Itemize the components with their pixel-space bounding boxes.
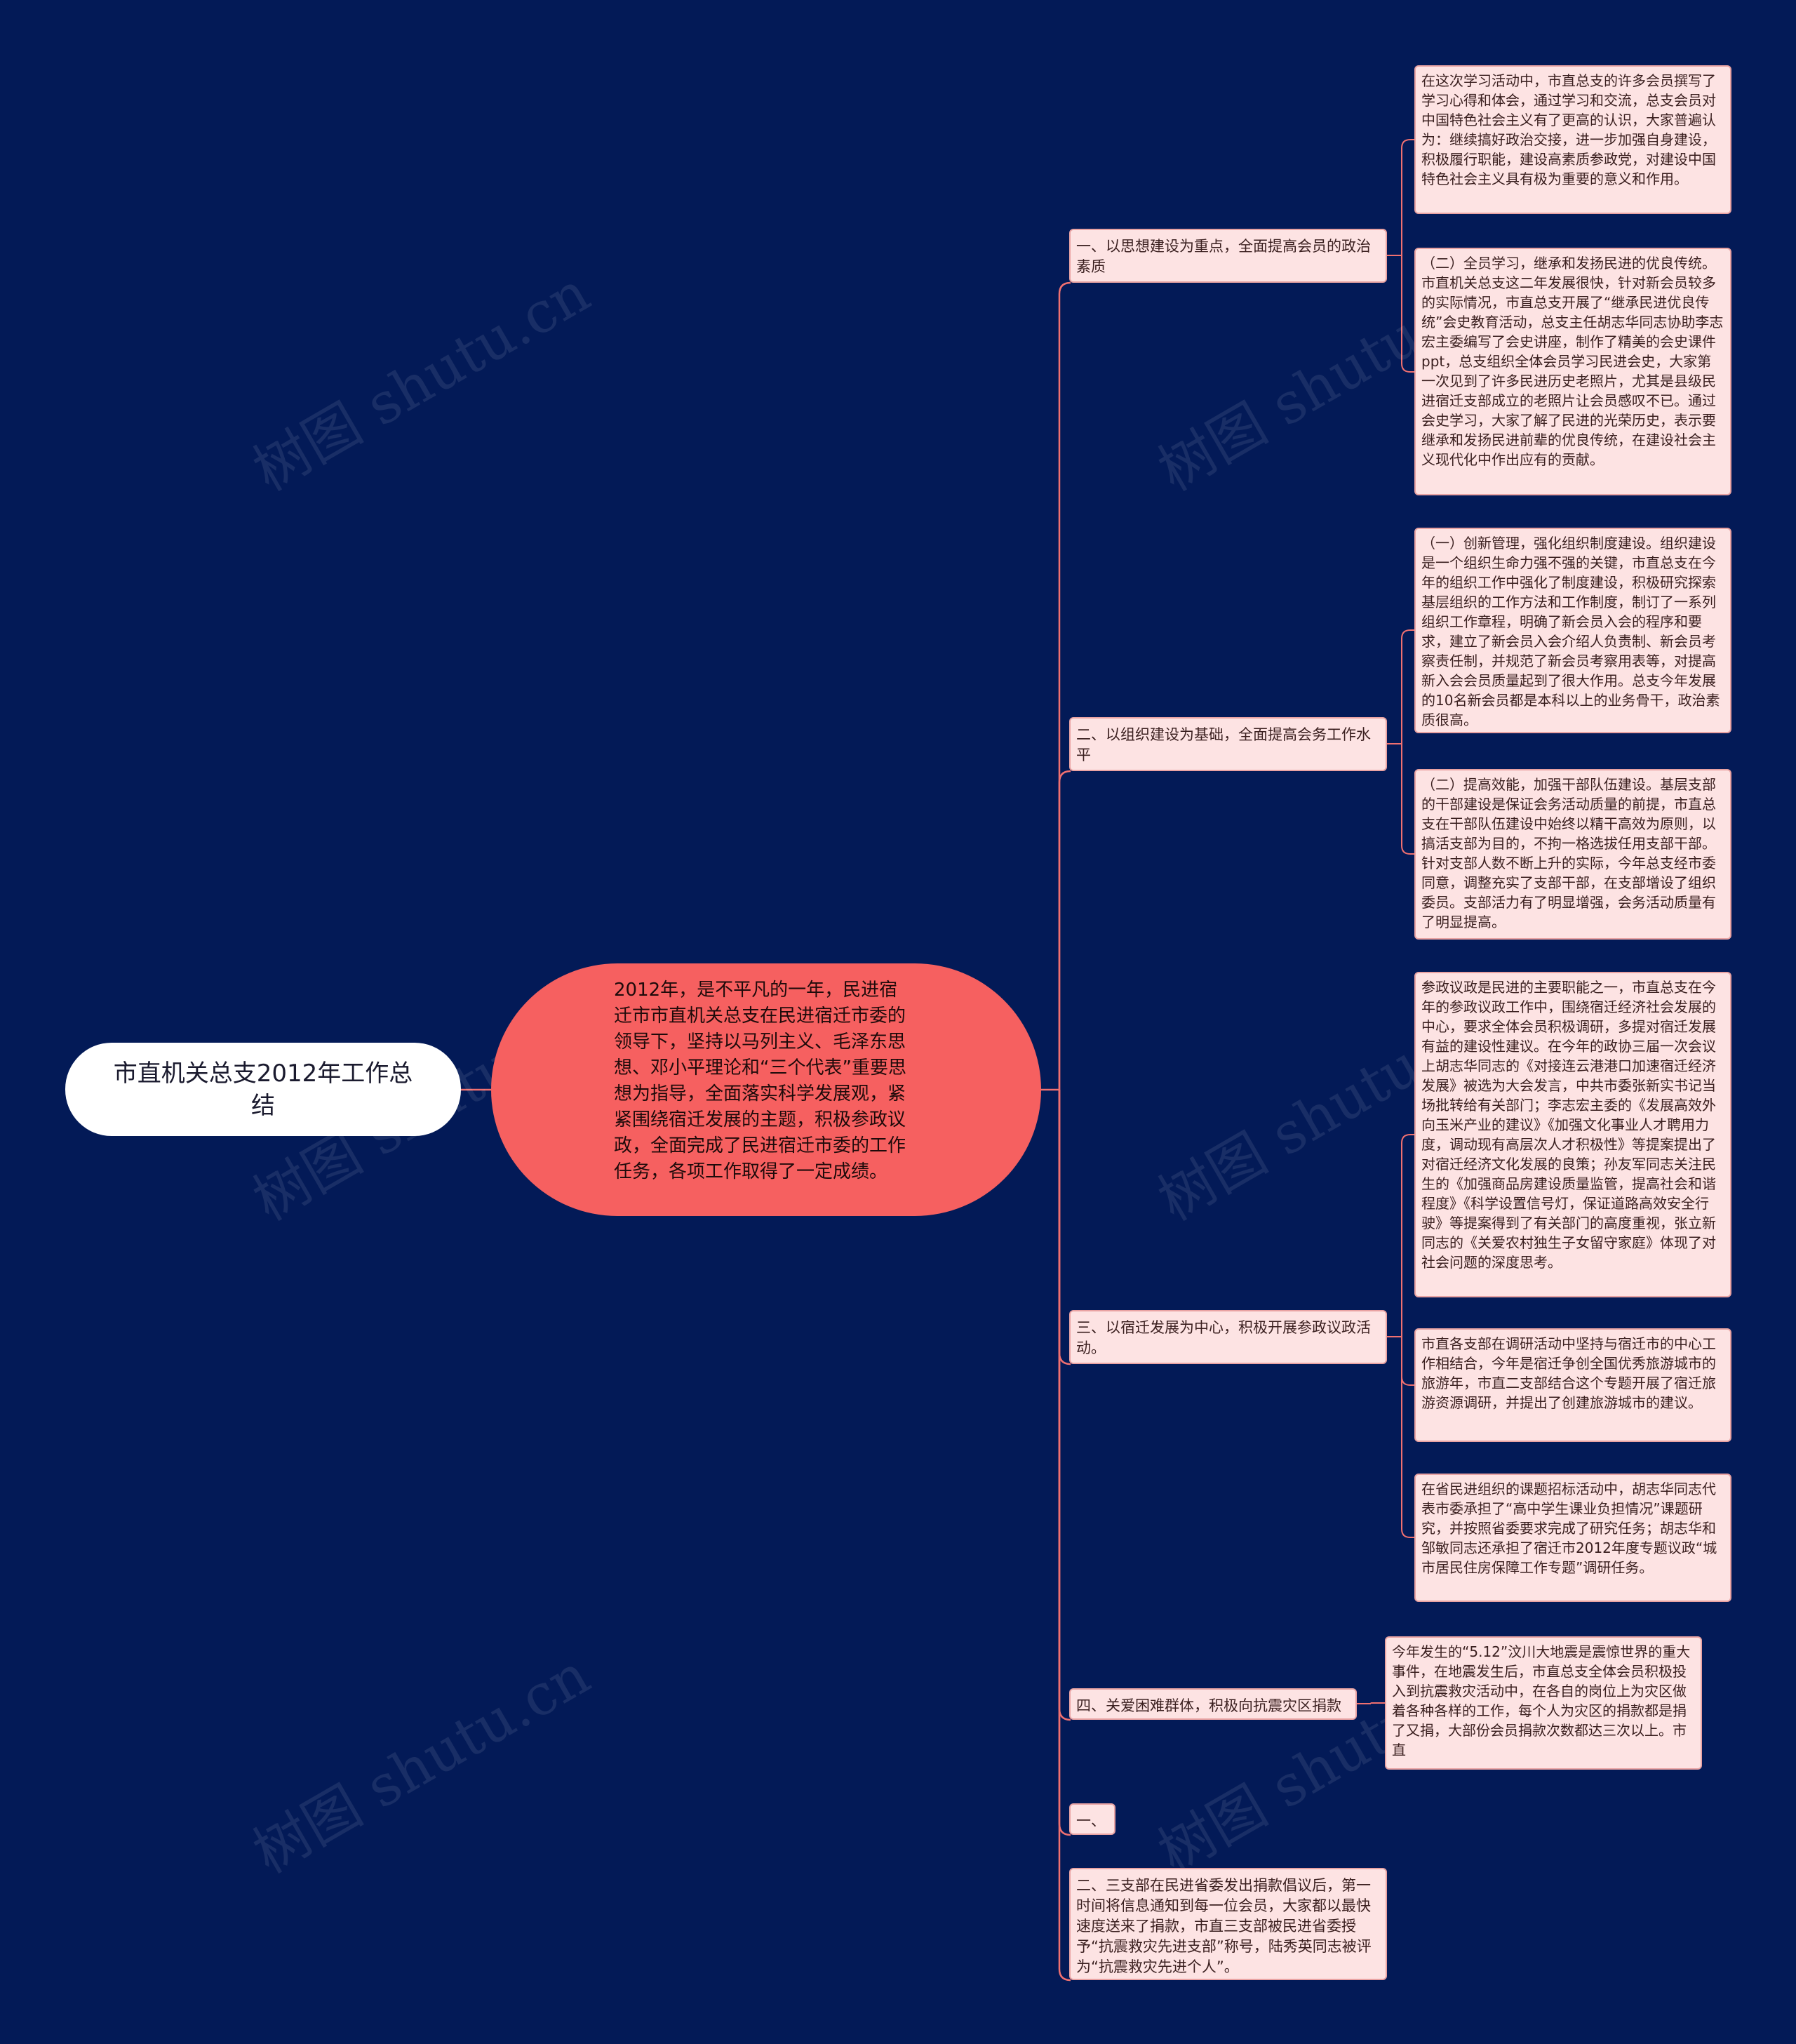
connector-line xyxy=(1401,744,1414,855)
summary-node[interactable]: 2012年，是不平凡的一年，民进宿迁市市直机关总支在民进宿迁市委的领导下，坚持以… xyxy=(491,963,1041,1216)
leaf-node[interactable]: 在这次学习活动中，市直总支的许多会员撰写了学习心得和体会，通过学习和交流，总支会… xyxy=(1414,65,1731,214)
branch-node[interactable]: 一、以思想建设为重点，全面提高会员的政治素质 xyxy=(1069,229,1387,283)
connector-line xyxy=(1401,139,1414,255)
connector-line xyxy=(1370,1702,1385,1704)
leaf-node[interactable]: （二）全员学习，继承和发扬民进的优良传统。市直机关总支这二年发展很快，针对新会员… xyxy=(1414,248,1731,495)
leaf-node[interactable]: （一）创新管理，强化组织制度建设。组织建设是一个组织生命力强不强的关键，市直总支… xyxy=(1414,528,1731,733)
connector-line xyxy=(1058,770,1071,1090)
leaf-node[interactable]: 市直各支部在调研活动中坚持与宿迁市的中心工作相结合，今年是宿迁争创全国优秀旅游城… xyxy=(1414,1328,1731,1442)
leaf-node[interactable]: （二）提高效能，加强干部队伍建设。基层支部的干部建设是保证会务活动质量的前提，市… xyxy=(1414,769,1731,940)
connector-line xyxy=(1401,1134,1414,1337)
connector-line xyxy=(1401,1337,1414,1386)
connector-line xyxy=(1058,1090,1071,1982)
root-node[interactable]: 市直机关总支2012年工作总结 xyxy=(65,1043,461,1136)
branch-node[interactable]: 二、三支部在民进省委发出捐款倡议后，第一时间将信息通知到每一位会员，大家都以最快… xyxy=(1069,1868,1387,1980)
connector-line xyxy=(1058,1090,1071,1836)
connector-line xyxy=(1058,1090,1071,1721)
leaf-node[interactable]: 今年发生的“5.12”汶川大地震是震惊世界的重大事件，在地震发生后，市直总支全体… xyxy=(1385,1636,1702,1770)
connector-line xyxy=(1401,255,1414,373)
branch-node[interactable]: 三、以宿迁发展为中心，积极开展参政议政活动。 xyxy=(1069,1310,1387,1364)
branch-node[interactable]: 四、关爱困难群体，积极向抗震灾区捐款 xyxy=(1069,1688,1357,1720)
connector-line xyxy=(1401,1337,1414,1538)
branch-node[interactable]: 一、 xyxy=(1069,1803,1115,1835)
leaf-node[interactable]: 参政议政是民进的主要职能之一，市直总支在今年的参政议政工作中，围绕宿迁经济社会发… xyxy=(1414,972,1731,1297)
leaf-node[interactable]: 在省民进组织的课题招标活动中，胡志华同志代表市委承担了“高中学生课业负担情况”课… xyxy=(1414,1474,1731,1602)
connector-line xyxy=(1401,629,1414,744)
branch-node[interactable]: 二、以组织建设为基础，全面提高会务工作水平 xyxy=(1069,717,1387,771)
connector-line xyxy=(1058,281,1071,1090)
